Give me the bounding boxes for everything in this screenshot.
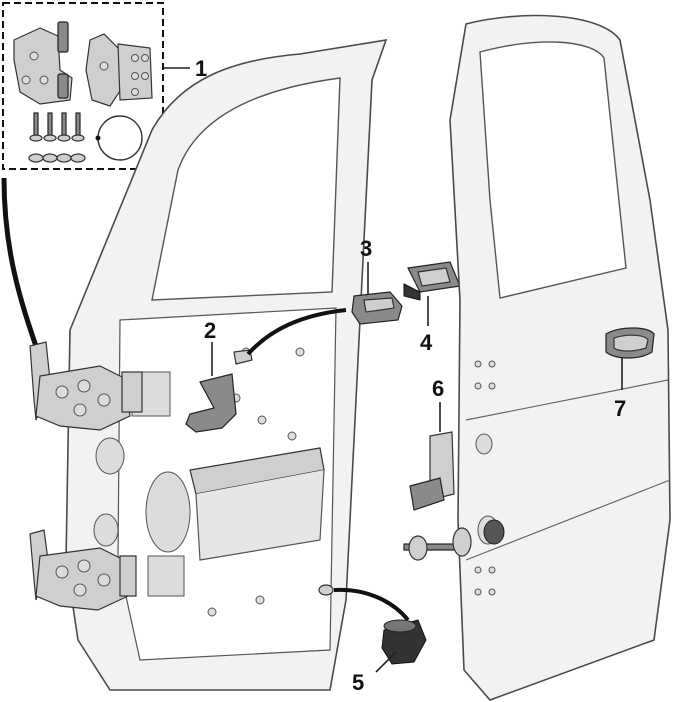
inside-door-handle [185, 349, 253, 433]
callout-2: 2 [204, 318, 216, 343]
inset-grease-disc [97, 115, 143, 161]
door-check [403, 431, 505, 561]
window-switch [403, 261, 461, 301]
bumper-pointer-arc [333, 587, 410, 622]
callout-4: 4 [420, 330, 433, 355]
callout-1: 1 [195, 56, 207, 81]
inset-bolts [28, 112, 86, 163]
callout-6: 6 [432, 376, 444, 401]
inset-hinge-left [13, 21, 73, 105]
left-door [65, 38, 388, 691]
lower-hinge [29, 529, 137, 611]
upper-hinge [29, 341, 143, 431]
hinge-kit-inset [2, 2, 164, 170]
callout-7: 7 [614, 396, 626, 421]
inset-hinge-right [85, 33, 153, 107]
callout-5: 5 [352, 670, 364, 695]
switch-pointer-arc [246, 308, 347, 356]
outside-door-handle [605, 327, 655, 359]
door-lock-switch [351, 291, 403, 325]
door-bumper [318, 584, 427, 665]
inset-pointer-arc [1, 177, 41, 353]
callout-3: 3 [360, 236, 372, 261]
